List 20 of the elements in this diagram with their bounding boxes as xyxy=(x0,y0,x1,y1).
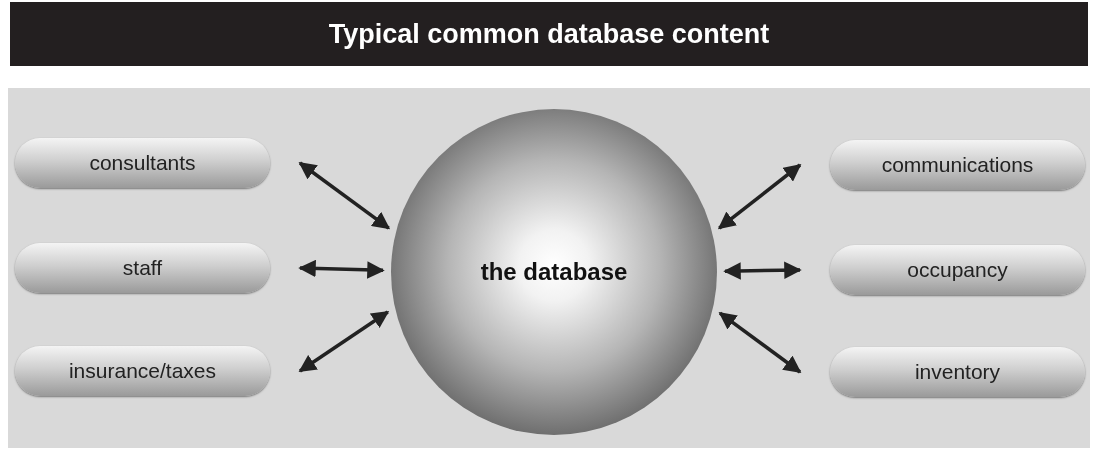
double-arrow xyxy=(717,163,802,230)
node-label: the database xyxy=(480,258,628,286)
title-bar: Typical common database content xyxy=(10,2,1088,66)
double-arrow xyxy=(723,261,802,280)
double-arrow xyxy=(298,161,391,230)
node-label: insurance/taxes xyxy=(68,359,217,383)
double-arrow xyxy=(298,259,385,279)
node-label: occupancy xyxy=(907,258,1008,282)
category-pill xyxy=(15,243,270,293)
category-pill xyxy=(830,245,1085,295)
double-arrow xyxy=(718,311,802,374)
category-pill xyxy=(830,347,1085,397)
node-label: inventory xyxy=(914,360,1001,384)
node-label: consultants xyxy=(89,151,196,175)
category-pill xyxy=(15,138,270,188)
category-pill xyxy=(15,346,270,396)
node-label: communications xyxy=(881,153,1034,177)
double-arrow xyxy=(298,310,390,373)
node-label: staff xyxy=(122,256,163,280)
category-pill xyxy=(830,140,1085,190)
